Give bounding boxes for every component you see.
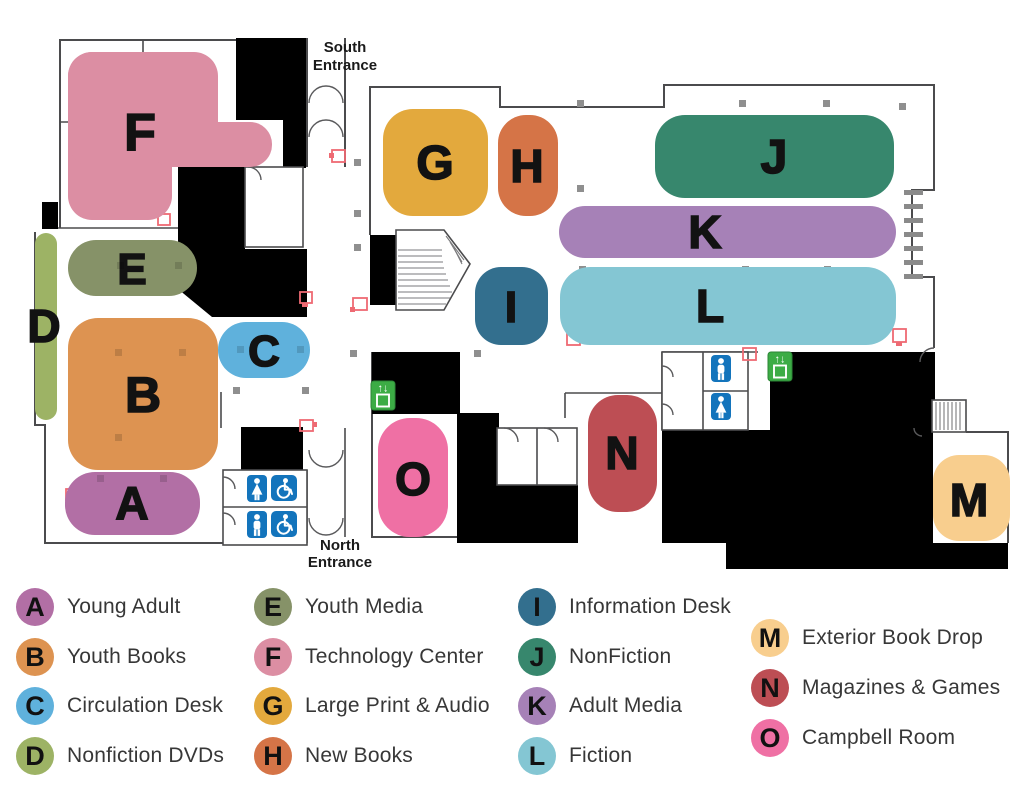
legend-circle-g: G <box>254 687 292 725</box>
legend-item-h: H New Books <box>254 737 413 775</box>
svg-text:South: South <box>324 39 367 56</box>
stairs-right <box>931 399 967 433</box>
legend-label-g: Large Print & Audio <box>305 694 490 717</box>
legend-item-j: J NonFiction <box>518 638 671 676</box>
region-b: B <box>68 318 218 470</box>
legend-circle-e: E <box>254 588 292 626</box>
legend-item-o: O Campbell Room <box>751 719 955 757</box>
legend-item-f: F Technology Center <box>254 638 484 676</box>
svg-text:M: M <box>950 474 988 526</box>
legend-label-o: Campbell Room <box>802 726 956 749</box>
legend-label-c: Circulation Desk <box>67 694 224 717</box>
door-frame-marks <box>65 149 907 501</box>
legend-item-b: B Youth Books <box>16 638 186 676</box>
legend-label-b: Youth Books <box>67 645 187 668</box>
svg-text:C: C <box>248 327 280 376</box>
legend-item-k: K Adult Media <box>518 687 682 725</box>
legend-label-a: Young Adult <box>67 595 181 618</box>
svg-text:I: I <box>505 283 517 332</box>
legend-circle-h: H <box>254 737 292 775</box>
legend-circle-f: F <box>254 638 292 676</box>
region-d: D <box>27 233 61 420</box>
door-arcs <box>222 85 935 536</box>
legend-label-h: New Books <box>305 744 414 767</box>
legend-circle-i: I <box>518 588 556 626</box>
region-j: J <box>655 115 894 198</box>
south-entrance-label: South Entrance <box>313 39 377 74</box>
svg-text:D: D <box>27 300 60 352</box>
svg-text:K: K <box>688 206 721 258</box>
solid-structures <box>42 38 1008 569</box>
legend-label-l: Fiction <box>569 744 633 767</box>
legend-item-g: G Large Print & Audio <box>254 687 490 725</box>
legend-circle-m: M <box>751 619 789 657</box>
legend-item-n: N Magazines & Games <box>751 669 1000 707</box>
region-g: G <box>383 109 488 216</box>
svg-text:G: G <box>416 137 453 190</box>
svg-text:N: N <box>605 427 638 479</box>
region-e: E <box>68 240 197 296</box>
legend-label-i: Information Desk <box>569 595 731 618</box>
legend-circle-l: L <box>518 737 556 775</box>
legend-item-m: M Exterior Book Drop <box>751 619 983 657</box>
legend-circle-k: K <box>518 687 556 725</box>
legend-circle-n: N <box>751 669 789 707</box>
region-l: L <box>560 267 896 345</box>
legend-item-a: A Young Adult <box>16 588 181 626</box>
legend-circle-c: C <box>16 687 54 725</box>
svg-text:North: North <box>320 537 360 554</box>
region-f: F <box>68 52 272 220</box>
shelf-ticks <box>904 190 923 279</box>
legend-label-k: Adult Media <box>569 694 683 717</box>
in-region-markers <box>97 262 304 482</box>
svg-text:F: F <box>124 104 156 162</box>
legend-label-j: NonFiction <box>569 645 672 668</box>
legend-circle-d: D <box>16 737 54 775</box>
svg-text:E: E <box>117 245 146 294</box>
svg-text:O: O <box>395 453 431 505</box>
legend-item-c: C Circulation Desk <box>16 687 223 725</box>
region-k: K <box>559 205 896 259</box>
svg-text:B: B <box>125 367 161 423</box>
svg-text:H: H <box>510 140 543 192</box>
legend-circle-b: B <box>16 638 54 676</box>
legend-item-e: E Youth Media <box>254 588 423 626</box>
legend-label-f: Technology Center <box>305 645 484 668</box>
legend-label-n: Magazines & Games <box>802 676 1001 699</box>
svg-text:J: J <box>761 131 788 184</box>
stairs-central <box>370 229 471 311</box>
legend-label-m: Exterior Book Drop <box>802 626 984 649</box>
region-a: A <box>65 472 200 535</box>
svg-text:L: L <box>696 280 724 332</box>
north-entrance-label: North Entrance <box>308 537 372 571</box>
region-m: M <box>933 455 1010 541</box>
svg-text:Entrance: Entrance <box>313 57 377 74</box>
region-c: C <box>218 322 310 378</box>
legend-item-d: D Nonfiction DVDs <box>16 737 224 775</box>
legend-item-i: I Information Desk <box>518 588 731 626</box>
legend-label-d: Nonfiction DVDs <box>67 744 225 767</box>
legend-label-e: Youth Media <box>305 595 424 618</box>
interior-rooms <box>222 166 749 546</box>
region-n: N <box>588 395 657 512</box>
floor-plan: ↑↓ <box>27 38 1010 571</box>
legend-item-l: L Fiction <box>518 737 632 775</box>
svg-text:Entrance: Entrance <box>308 554 372 570</box>
legend-circle-a: A <box>16 588 54 626</box>
legend-circle-j: J <box>518 638 556 676</box>
region-h: H <box>498 115 558 216</box>
region-i: I <box>475 267 548 345</box>
legend-circle-o: O <box>751 719 789 757</box>
region-o: O <box>378 418 448 537</box>
svg-text:A: A <box>115 477 148 529</box>
legend: A Young Adult B Youth Books C Circulatio… <box>0 570 1024 791</box>
